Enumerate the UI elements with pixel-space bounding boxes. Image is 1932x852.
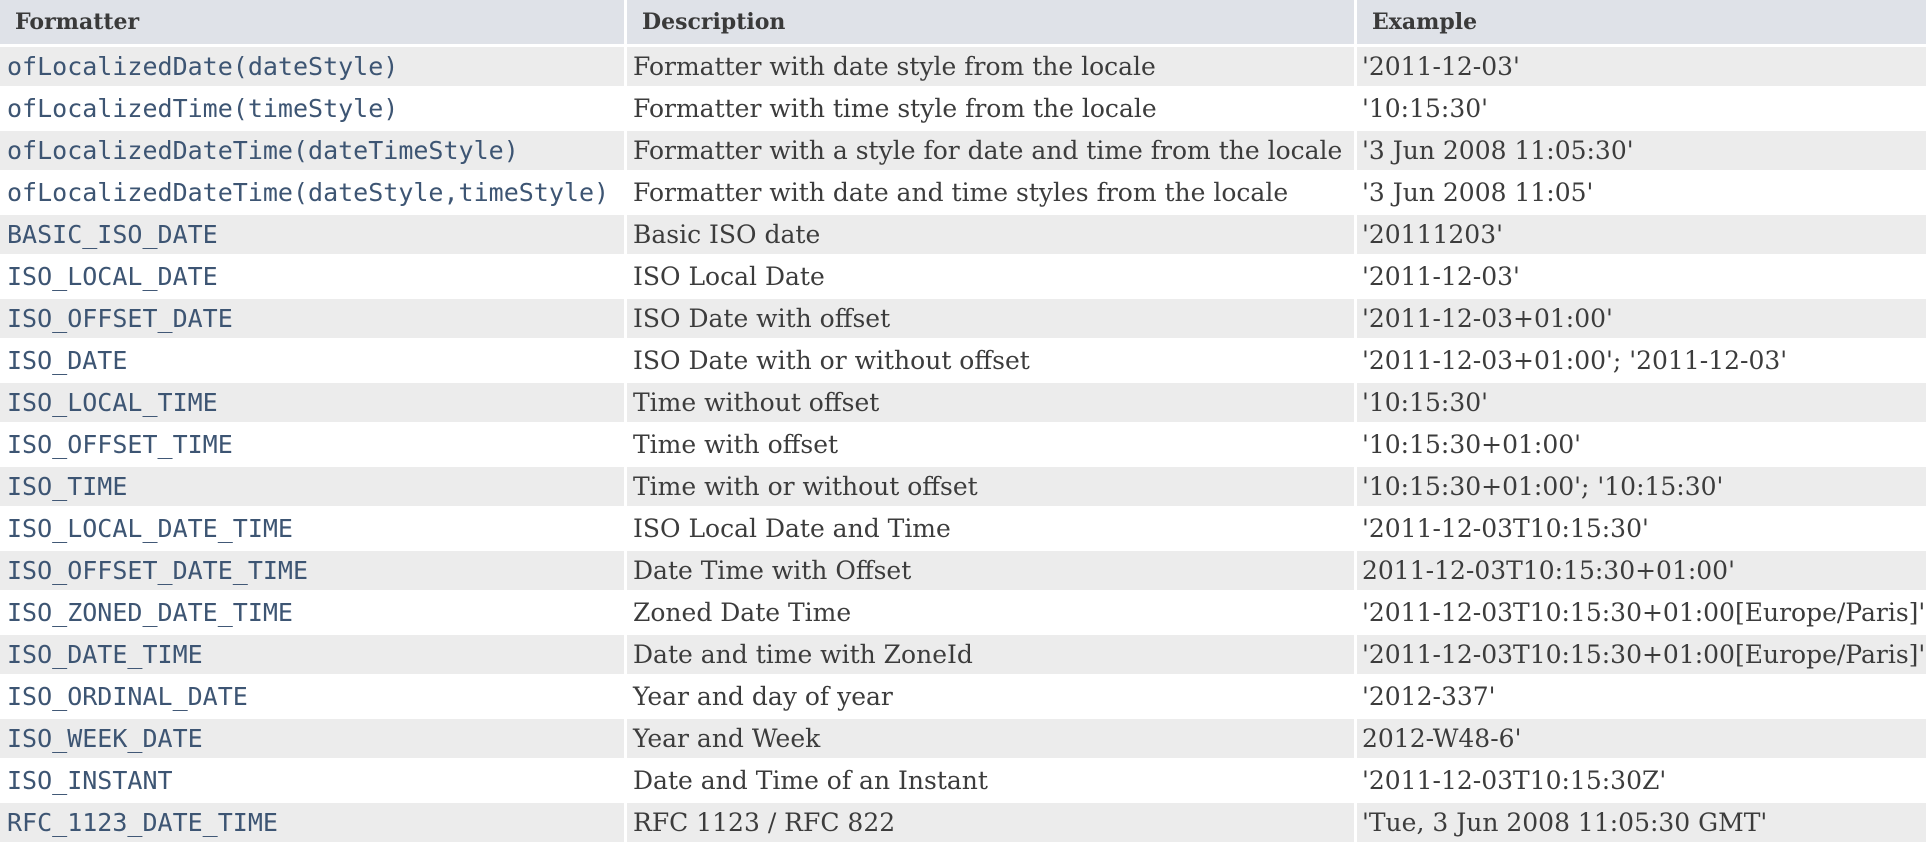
cell-description: Zoned Date Time [627,593,1354,632]
cell-formatter: ofLocalizedTime(timeStyle) [0,89,624,128]
cell-example: '10:15:30' [1357,383,1926,422]
column-header-description: Description [627,0,1354,44]
cell-example: '2011-12-03T10:15:30Z' [1357,761,1926,800]
cell-formatter: ISO_DATE [0,341,624,380]
cell-example: '2011-12-03+01:00' [1357,299,1926,338]
cell-example: 2012-W48-6' [1357,719,1926,758]
cell-example: '20111203' [1357,215,1926,254]
cell-description: Formatter with time style from the local… [627,89,1354,128]
cell-formatter: BASIC_ISO_DATE [0,215,624,254]
table-row: ofLocalizedDateTime(dateTimeStyle)Format… [0,131,1926,170]
cell-formatter: ISO_INSTANT [0,761,624,800]
cell-formatter: RFC_1123_DATE_TIME [0,803,624,842]
cell-formatter: ISO_ORDINAL_DATE [0,677,624,716]
table-row: ofLocalizedDate(dateStyle)Formatter with… [0,47,1926,86]
cell-formatter: ISO_LOCAL_DATE_TIME [0,509,624,548]
cell-description: Date and time with ZoneId [627,635,1354,674]
cell-formatter: ISO_OFFSET_TIME [0,425,624,464]
cell-description: Year and Week [627,719,1354,758]
cell-description: Time with offset [627,425,1354,464]
cell-description: RFC 1123 / RFC 822 [627,803,1354,842]
cell-formatter: ISO_OFFSET_DATE [0,299,624,338]
table-row: ofLocalizedDateTime(dateStyle,timeStyle)… [0,173,1926,212]
cell-formatter: ofLocalizedDate(dateStyle) [0,47,624,86]
cell-example: '3 Jun 2008 11:05:30' [1357,131,1926,170]
cell-example: '2012-337' [1357,677,1926,716]
cell-description: ISO Date with or without offset [627,341,1354,380]
cell-description: ISO Local Date [627,257,1354,296]
cell-description: ISO Local Date and Time [627,509,1354,548]
cell-description: Year and day of year [627,677,1354,716]
cell-formatter: ISO_WEEK_DATE [0,719,624,758]
cell-formatter: ofLocalizedDateTime(dateStyle,timeStyle) [0,173,624,212]
table-row: ofLocalizedTime(timeStyle)Formatter with… [0,89,1926,128]
cell-description: Formatter with a style for date and time… [627,131,1354,170]
cell-description: Time with or without offset [627,467,1354,506]
column-header-formatter: Formatter [0,0,624,44]
cell-description: Formatter with date style from the local… [627,47,1354,86]
cell-formatter: ISO_DATE_TIME [0,635,624,674]
cell-description: ISO Date with offset [627,299,1354,338]
cell-formatter: ISO_LOCAL_DATE [0,257,624,296]
cell-formatter: ISO_OFFSET_DATE_TIME [0,551,624,590]
cell-formatter: ofLocalizedDateTime(dateTimeStyle) [0,131,624,170]
cell-formatter: ISO_LOCAL_TIME [0,383,624,422]
cell-description: Date Time with Offset [627,551,1354,590]
cell-example: '10:15:30+01:00'; '10:15:30' [1357,467,1926,506]
cell-formatter: ISO_TIME [0,467,624,506]
cell-example: '2011-12-03' [1357,47,1926,86]
table-header: Formatter Description Example [0,0,1926,44]
cell-example: '2011-12-03+01:00'; '2011-12-03' [1357,341,1926,380]
cell-example: 2011-12-03T10:15:30+01:00' [1357,551,1926,590]
column-header-example: Example [1357,0,1926,44]
cell-description: Time without offset [627,383,1354,422]
cell-description: Basic ISO date [627,215,1354,254]
cell-example: '2011-12-03' [1357,257,1926,296]
cell-example: '2011-12-03T10:15:30+01:00[Europe/Paris]… [1357,635,1926,674]
cell-example: '3 Jun 2008 11:05' [1357,173,1926,212]
cell-description: Date and Time of an Instant [627,761,1354,800]
cell-description: Formatter with date and time styles from… [627,173,1354,212]
cell-formatter: ISO_ZONED_DATE_TIME [0,593,624,632]
cell-example: '2011-12-03T10:15:30' [1357,509,1926,548]
table-body: ofLocalizedDate(dateStyle)Formatter with… [0,47,1926,842]
cell-example: '10:15:30' [1357,89,1926,128]
cell-example: '10:15:30+01:00' [1357,425,1926,464]
cell-example: '2011-12-03T10:15:30+01:00[Europe/Paris]… [1357,593,1926,632]
header-row: Formatter Description Example [0,0,1926,44]
cell-example: 'Tue, 3 Jun 2008 11:05:30 GMT' [1357,803,1926,842]
